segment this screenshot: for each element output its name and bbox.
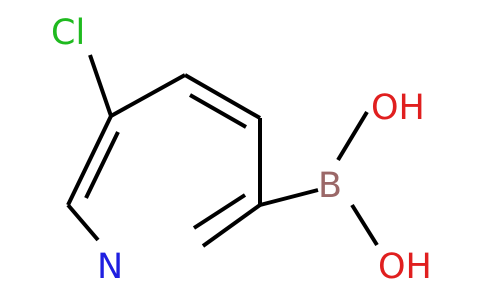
bond-c2-c3: [66, 115, 113, 206]
bond-b-oh-top: [336, 110, 369, 162]
chlorine-atom-label: Cl: [51, 13, 85, 53]
hydroxyl-top-label: OH: [371, 88, 425, 128]
bond-c4-c5-inner: [189, 93, 247, 129]
bond-n-c2: [66, 203, 100, 242]
bond-c3-cl: [88, 54, 113, 117]
bond-c6-n-inner: [192, 193, 247, 230]
boron-atom-label: B: [318, 166, 342, 206]
bond-c4-c5: [184, 73, 261, 120]
bond-c2-c3-inner: [84, 131, 120, 199]
bond-b-oh-bottom: [350, 203, 379, 247]
bond-c5-b: [259, 188, 319, 207]
bond-c6-n: [201, 203, 262, 248]
hydroxyl-bottom-label: OH: [378, 247, 432, 287]
bond-c3-c4: [110, 73, 186, 118]
nitrogen-atom-label: N: [97, 247, 123, 287]
